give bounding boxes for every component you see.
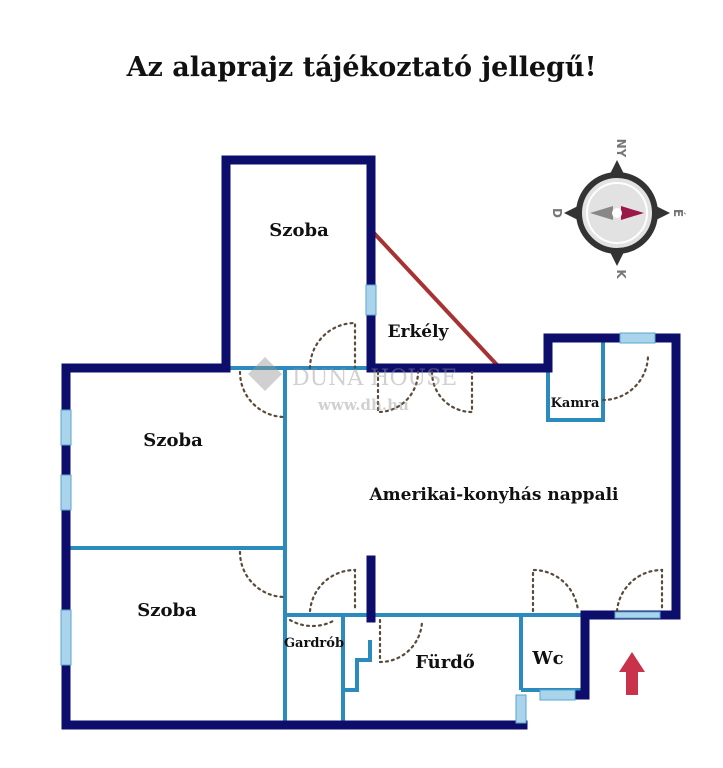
room-label-nappali: Amerikai-konyhás nappali: [368, 485, 619, 505]
windows: [60, 284, 661, 724]
compass-icon: NY K D É: [550, 139, 686, 280]
svg-text:DUNA HOUSE: DUNA HOUSE: [292, 366, 457, 391]
room-label-furdo: Fürdő: [415, 652, 475, 673]
svg-text:NY: NY: [614, 139, 628, 158]
svg-text:É: É: [671, 209, 686, 217]
room-label-gardrob: Gardrób: [284, 636, 344, 651]
exterior-walls: [61, 155, 681, 730]
duna-house-watermark: DUNA HOUSE www.dh.hu: [248, 357, 457, 414]
interior-walls: [66, 340, 605, 725]
disclaimer-title: Az alaprajz tájékoztató jellegű!: [126, 52, 597, 83]
room-label-kamra: Kamra: [551, 396, 600, 411]
room-label-szoba-top: Szoba: [269, 220, 329, 241]
room-label-erkely: Erkély: [388, 322, 450, 342]
svg-text:K: K: [614, 269, 628, 279]
balcony-edge: [371, 230, 500, 368]
room-label-szoba-left: Szoba: [143, 430, 203, 451]
doors: [238, 321, 664, 664]
entrance-arrow-icon: [619, 652, 645, 695]
svg-text:www.dh.hu: www.dh.hu: [317, 396, 409, 414]
room-label-szoba-bottom: Szoba: [137, 600, 197, 621]
room-label-wc: Wc: [531, 648, 563, 669]
svg-text:D: D: [550, 208, 564, 218]
